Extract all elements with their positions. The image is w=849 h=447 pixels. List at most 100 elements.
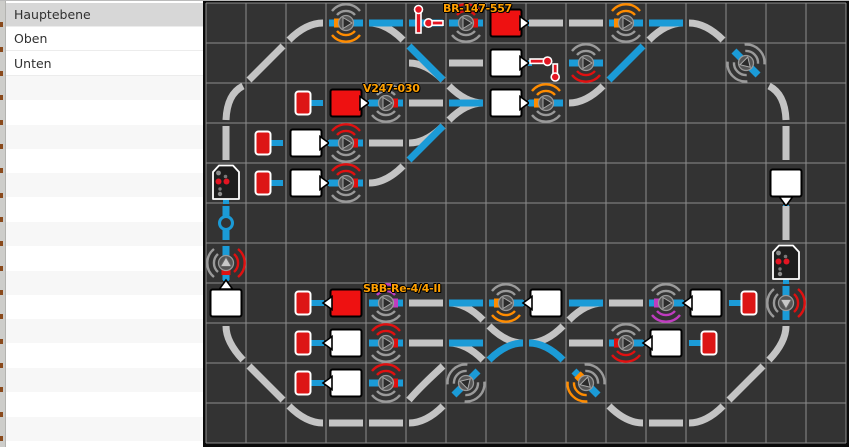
layer-item-unten[interactable]: Unten [6, 52, 203, 76]
semaphore-signal[interactable] [409, 4, 444, 34]
layer-list-empty-row[interactable] [6, 416, 203, 441]
layer-list-empty-row[interactable] [6, 173, 203, 198]
ruler-tick [0, 435, 3, 441]
feedback-sensor[interactable] [329, 3, 363, 43]
feedback-sensor[interactable] [569, 43, 603, 83]
track-curve[interactable] [286, 403, 324, 427]
feedback-sensor[interactable] [489, 283, 523, 323]
threeway-switch[interactable] [446, 83, 484, 123]
feedback-sensor[interactable] [609, 3, 643, 43]
ruler-tick [0, 143, 3, 149]
layer-list-empty-row[interactable] [6, 75, 203, 100]
dwarf-signal[interactable] [254, 170, 284, 196]
dwarf-signal[interactable] [689, 330, 718, 356]
turnout-switch[interactable] [646, 19, 684, 43]
grid-lines [205, 2, 847, 444]
track-curve[interactable] [368, 163, 406, 187]
ruler-tick [0, 95, 3, 101]
track-crossing[interactable] [486, 323, 524, 363]
track-curve[interactable] [568, 83, 606, 107]
block[interactable] [520, 288, 563, 318]
layer-list-empty-row[interactable] [6, 392, 203, 417]
dwarf-signal[interactable] [729, 290, 758, 316]
layer-list-empty-row[interactable] [6, 221, 203, 246]
layer-list-empty-row[interactable] [6, 246, 203, 271]
signal-mast[interactable] [772, 244, 800, 285]
layer-item-oben[interactable]: Oben [6, 27, 203, 52]
ruler-tick [0, 70, 3, 76]
feedback-sensor[interactable] [369, 363, 403, 403]
ruler-tick [0, 265, 3, 271]
block[interactable] [209, 277, 243, 318]
feedback-sensor[interactable] [369, 83, 403, 123]
block[interactable] [489, 88, 533, 118]
track-connector[interactable] [218, 206, 234, 240]
feedback-sensor[interactable] [369, 283, 403, 323]
layer-list-empty-row[interactable] [6, 197, 203, 222]
turnout-switch[interactable] [448, 299, 486, 323]
track-diagonal[interactable] [726, 363, 766, 403]
block[interactable] [680, 288, 723, 318]
dwarf-signal[interactable] [294, 90, 324, 116]
block[interactable] [320, 288, 363, 318]
track-curve[interactable] [222, 82, 245, 121]
ruler-tick [0, 46, 3, 52]
feedback-sensor[interactable] [369, 323, 403, 363]
block[interactable] [320, 328, 363, 358]
layer-list-empty-row[interactable] [6, 148, 203, 173]
turnout-switch[interactable] [448, 339, 486, 363]
layer-list-empty-row[interactable] [6, 319, 203, 344]
turnout-switch[interactable] [566, 299, 604, 323]
block[interactable] [640, 328, 683, 358]
turnout-switch[interactable] [368, 19, 406, 43]
ruler-tick [0, 241, 3, 247]
track-curve[interactable] [286, 19, 324, 43]
signal-mast[interactable] [212, 164, 240, 205]
track-crossing[interactable] [528, 323, 566, 363]
feedback-sensor[interactable] [441, 358, 491, 408]
track-curve[interactable] [688, 403, 726, 427]
block[interactable] [489, 8, 533, 38]
ruler-tick [0, 289, 3, 295]
block[interactable] [289, 128, 333, 158]
feedback-sensor[interactable] [609, 323, 643, 363]
feedback-sensor[interactable] [206, 246, 246, 280]
layer-item-hauptebene[interactable]: Hauptebene [6, 3, 203, 27]
track-curve[interactable] [688, 19, 726, 43]
track-curve[interactable] [606, 403, 644, 427]
layer-list-empty-row[interactable] [6, 343, 203, 368]
semaphore-signal[interactable] [529, 56, 561, 82]
feedback-sensor[interactable] [529, 83, 563, 123]
track-curve[interactable] [767, 82, 790, 121]
track-curve[interactable] [222, 325, 246, 363]
turnout-switch[interactable] [406, 43, 446, 83]
layer-list-empty-row[interactable] [6, 440, 203, 447]
track-diagonal[interactable] [246, 43, 286, 83]
dwarf-signal[interactable] [254, 130, 284, 156]
block[interactable] [289, 168, 333, 198]
track-diagonal[interactable] [246, 363, 286, 403]
feedback-sensor[interactable] [561, 358, 611, 408]
layer-list-empty-row[interactable] [6, 124, 203, 149]
feedback-sensor[interactable] [766, 286, 806, 320]
track-curve[interactable] [766, 325, 790, 363]
feedback-sensor[interactable] [649, 283, 683, 323]
feedback-sensor[interactable] [329, 123, 363, 163]
layer-list-empty-row[interactable] [6, 294, 203, 319]
turnout-switch[interactable] [406, 123, 446, 163]
block[interactable] [489, 48, 533, 78]
track-diagonal[interactable] [606, 43, 646, 83]
track-curve[interactable] [408, 403, 446, 427]
feedback-sensor[interactable] [329, 163, 363, 203]
block[interactable] [320, 368, 363, 398]
ruler-tick [0, 216, 3, 222]
layer-list-empty-row[interactable] [6, 270, 203, 295]
track-curve[interactable] [406, 363, 446, 403]
layer-list-empty-row[interactable] [6, 367, 203, 392]
layer-list-empty-row[interactable] [6, 100, 203, 125]
feedback-sensor[interactable] [721, 38, 771, 88]
feedback-sensor[interactable] [449, 3, 483, 43]
